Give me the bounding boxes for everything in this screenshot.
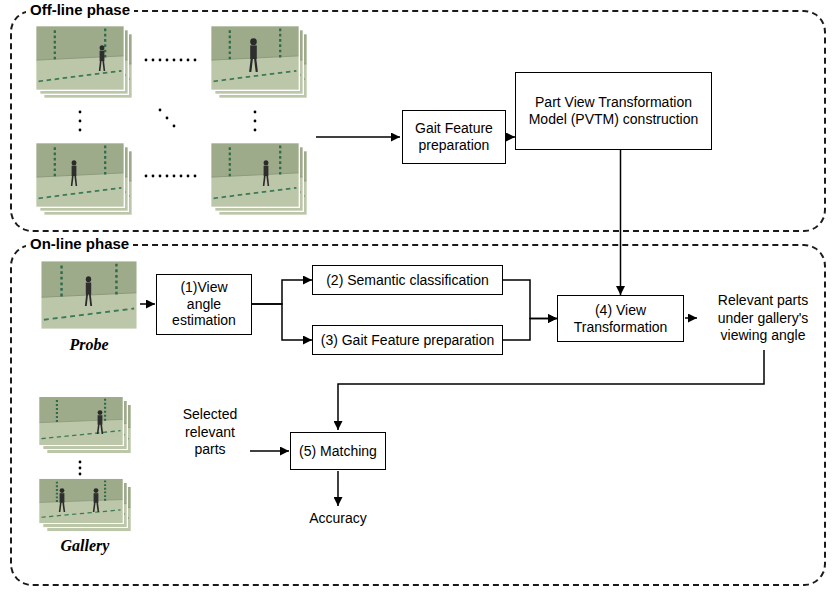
box-label: (5) Matching <box>296 443 380 460</box>
process-box: Part View Transformation Model (PVTM) co… <box>515 72 712 150</box>
flow-arrow <box>337 471 339 506</box>
walking-person <box>98 410 103 434</box>
process-box: Gait Feature preparation <box>402 110 506 164</box>
box-label: (3) Gait Feature preparation <box>318 332 497 349</box>
walking-person <box>86 276 91 306</box>
flow-connector <box>252 280 312 304</box>
video-frame <box>35 25 125 91</box>
walking-person <box>264 160 269 186</box>
flow-arrow <box>140 303 155 305</box>
process-box: (4) View Transformation <box>557 295 684 342</box>
process-box: (5) Matching <box>290 432 386 470</box>
flow-arrow <box>338 350 764 430</box>
box-label: (1)View angle estimation <box>162 279 246 329</box>
flow-arrow <box>250 450 289 452</box>
output-label: Accuracy <box>298 510 378 528</box>
frame-stack <box>210 25 308 99</box>
flow-connector <box>252 304 312 340</box>
flow-arrow <box>316 136 400 138</box>
video-frame <box>35 142 125 208</box>
flow-connector <box>503 319 557 341</box>
ellipsis-dots <box>79 461 82 476</box>
walking-person <box>250 38 257 72</box>
region-heading: Off-line phase <box>26 0 134 20</box>
image-caption: Gallery <box>38 536 132 555</box>
video-frame <box>40 260 138 330</box>
box-label: (2) Semantic classification <box>318 272 497 289</box>
frame-stack <box>210 142 308 216</box>
process-box: (1)View angle estimation <box>156 274 252 335</box>
box-label: Part View Transformation Model (PVTM) co… <box>521 94 706 128</box>
process-box: (2) Semantic classification <box>312 265 503 295</box>
ellipsis-dots <box>79 59 257 178</box>
probe-frame <box>40 260 138 330</box>
process-box: (3) Gait Feature preparation <box>312 325 503 355</box>
video-frame <box>210 142 300 208</box>
flow-connector <box>620 150 622 295</box>
frame-stack <box>35 142 133 216</box>
video-frame <box>210 25 300 91</box>
image-caption: Probe <box>40 335 138 354</box>
walking-person <box>100 45 105 71</box>
flow-arrow <box>685 317 697 319</box>
video-frame <box>38 478 124 524</box>
flow-note: Selected relevant parts <box>172 406 248 459</box>
walking-person <box>94 488 99 512</box>
walking-person <box>72 160 77 186</box>
box-label: (4) View Transformation <box>563 302 678 336</box>
box-label: Gait Feature preparation <box>408 120 500 154</box>
walking-person <box>60 488 65 512</box>
flow-note: Relevant parts under gallery's viewing a… <box>700 292 826 345</box>
video-frame <box>38 396 124 446</box>
frame-stack <box>35 25 133 99</box>
region-heading: On-line phase <box>26 234 133 254</box>
phase-region: Off-line phaseGait Feature preparationPa… <box>10 10 826 232</box>
flow-connector <box>503 280 557 319</box>
phase-region: On-line phase(1)View angle estimation(2)… <box>10 244 826 586</box>
flow-connector <box>506 136 515 138</box>
frame-stack <box>38 478 132 532</box>
frame-stack <box>38 396 132 454</box>
